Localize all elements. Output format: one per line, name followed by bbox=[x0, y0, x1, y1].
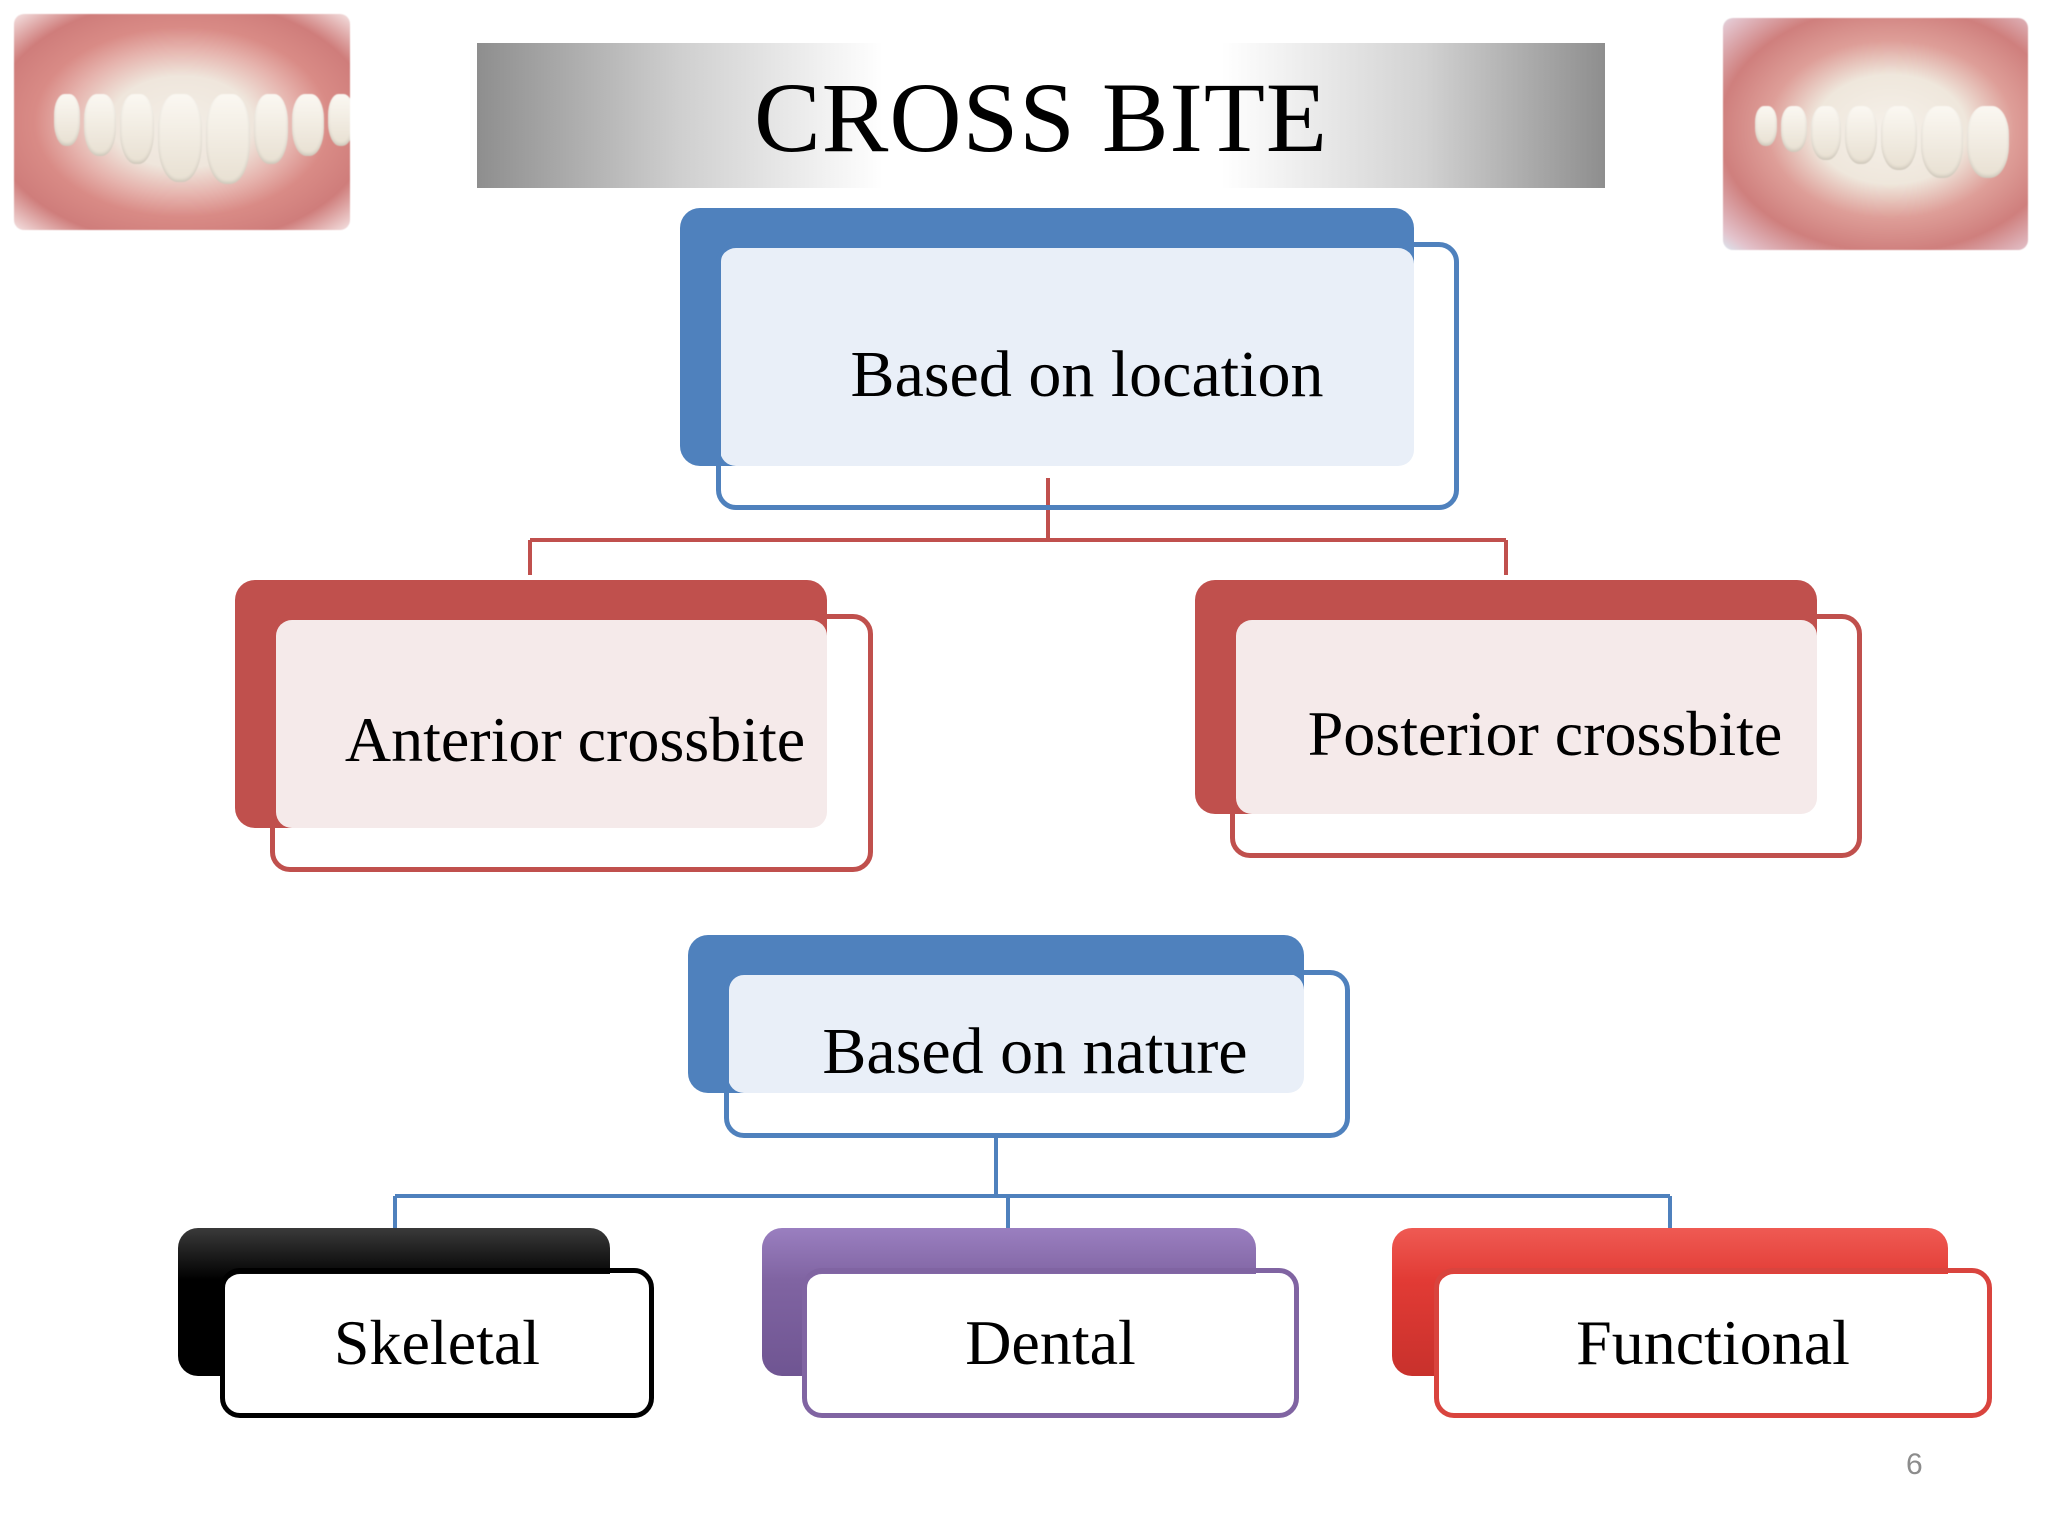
node-fill-shape bbox=[728, 974, 1304, 1093]
node-label: Posterior crossbite bbox=[1307, 698, 1783, 769]
teeth-photo-right bbox=[1723, 18, 2028, 250]
node-front-frame bbox=[724, 970, 1350, 1138]
node-front-frame bbox=[1434, 1268, 1992, 1418]
node-front-frame bbox=[716, 242, 1459, 510]
node-label: Anterior crossbite bbox=[344, 704, 806, 775]
node-front-frame bbox=[802, 1268, 1299, 1418]
node-front-frame bbox=[1230, 614, 1862, 858]
node-fill-shape bbox=[806, 1274, 1293, 1411]
node-label: Functional bbox=[1576, 1307, 1850, 1378]
node-fill-shape bbox=[276, 620, 827, 828]
node-front-frame bbox=[220, 1268, 654, 1418]
node-fill-shape bbox=[1236, 620, 1817, 814]
node-label: Dental bbox=[965, 1307, 1136, 1378]
node-front-frame bbox=[270, 614, 873, 872]
node-label: Based on location bbox=[850, 338, 1324, 411]
node-fill-shape bbox=[1438, 1274, 1986, 1411]
node-fill-shape bbox=[224, 1274, 647, 1411]
node-label: Based on nature bbox=[822, 1015, 1248, 1088]
title-banner: CROSS BITE bbox=[477, 43, 1605, 188]
node-label: Skeletal bbox=[333, 1307, 541, 1378]
node-fill-shape bbox=[720, 248, 1414, 466]
slide-title: CROSS BITE bbox=[753, 61, 1328, 173]
teeth-photo-left bbox=[14, 14, 350, 230]
page-number: 6 bbox=[1906, 1448, 1923, 1481]
